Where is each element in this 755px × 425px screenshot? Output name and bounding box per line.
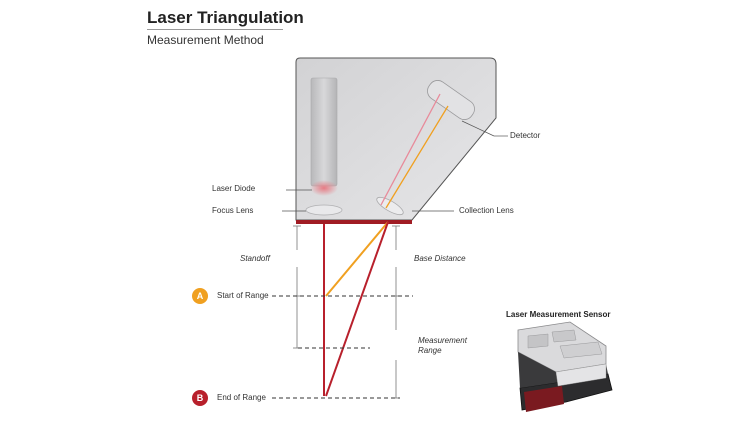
laser-diode-label: Laser Diode: [212, 184, 256, 193]
base-distance-label: Base Distance: [414, 254, 466, 263]
page-subtitle: Measurement Method: [147, 33, 264, 47]
sensor-product-image: [517, 321, 613, 412]
start-of-range-label: Start of Range: [217, 291, 269, 300]
sensor-product-title: Laser Measurement Sensor: [506, 310, 611, 319]
leader-lines: [282, 120, 508, 212]
detector-beam-orange: [385, 105, 449, 209]
sensor-window: [296, 220, 412, 224]
measurement-range-line2: Range: [418, 346, 442, 355]
focus-lens-label: Focus Lens: [212, 206, 254, 215]
focus-lens: [305, 204, 343, 216]
detector: [427, 80, 475, 120]
standoff-label: Standoff: [240, 254, 270, 263]
collection-lens-label: Collection Lens: [459, 206, 514, 215]
measurement-range-line1: Measurement: [418, 336, 467, 345]
end-of-range-label: End of Range: [217, 393, 266, 402]
return-beam-end: [325, 221, 389, 397]
detector-beam-pink: [380, 93, 441, 206]
page-title: Laser Triangulation: [147, 8, 304, 27]
range-bracket: [392, 225, 400, 399]
marker-b: B: [192, 390, 208, 406]
detector-label: Detector: [510, 131, 541, 140]
return-beam-start: [325, 221, 389, 297]
measurement-range-label: Measurement Range: [418, 336, 467, 356]
title-divider: [147, 29, 283, 30]
laser-diode: [310, 77, 338, 187]
laser-glow: [310, 180, 338, 196]
standoff-bracket: [293, 225, 301, 349]
marker-a: A: [192, 288, 208, 304]
